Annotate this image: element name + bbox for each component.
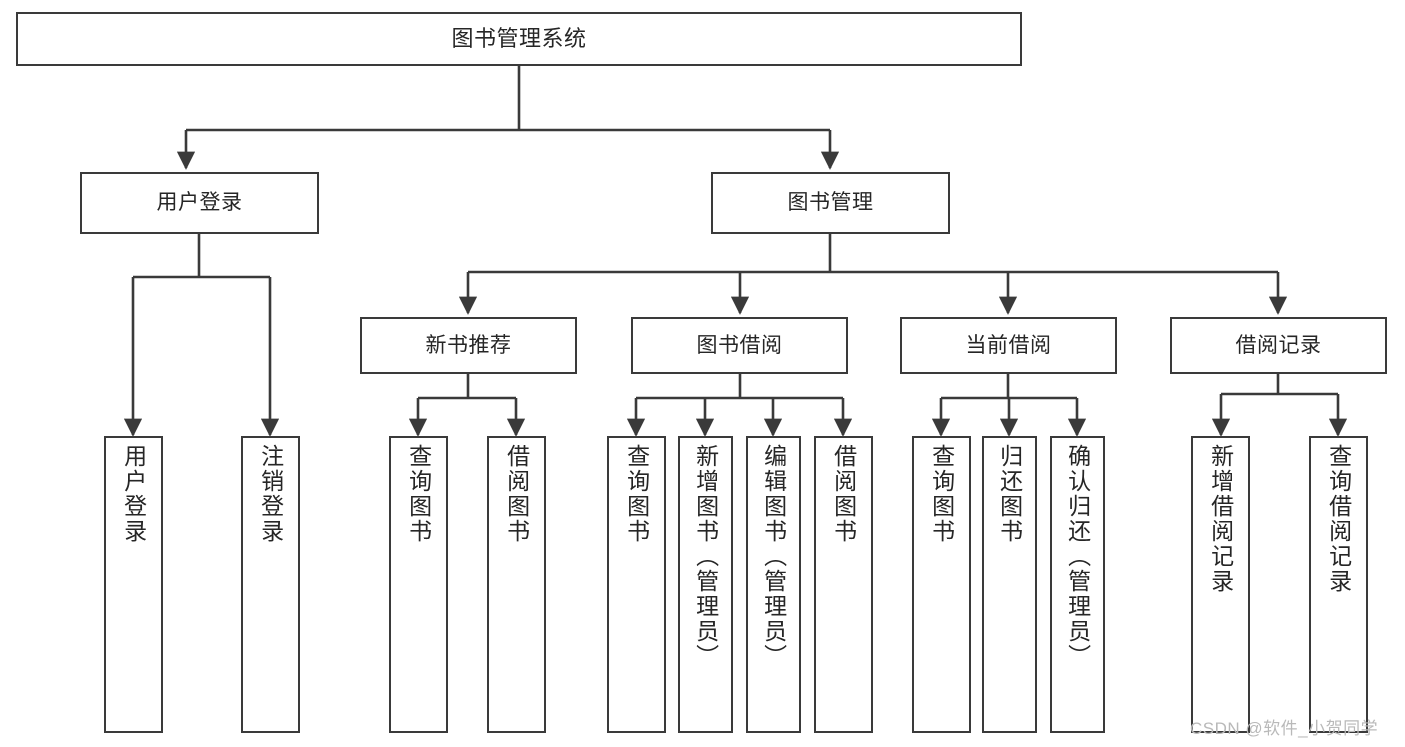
leaf-add-book-admin[interactable]: 新增图书（管理员）: [678, 436, 733, 733]
leaf-borrow-book-borrow[interactable]: 借阅图书: [814, 436, 873, 733]
leaf-borrow-book-borrow-label: 借阅图书: [830, 444, 857, 544]
node-root-label: 图书管理系统: [451, 25, 587, 51]
node-user-login[interactable]: 用户登录: [80, 172, 319, 234]
leaf-query-book-current-label: 查询图书: [928, 444, 955, 544]
node-current-borrow[interactable]: 当前借阅: [900, 317, 1117, 374]
leaf-query-book-newbook[interactable]: 查询图书: [389, 436, 448, 733]
leaf-add-borrow-record-label: 新增借阅记录: [1207, 444, 1234, 594]
node-user-login-label: 用户登录: [156, 191, 243, 215]
leaf-logout[interactable]: 注销登录: [241, 436, 300, 733]
node-book-borrow[interactable]: 图书借阅: [631, 317, 848, 374]
leaf-query-book-borrow-label: 查询图书: [623, 444, 650, 544]
node-current-borrow-label: 当前借阅: [965, 333, 1052, 357]
node-book-management-label: 图书管理: [787, 191, 874, 215]
node-borrow-records[interactable]: 借阅记录: [1170, 317, 1387, 374]
leaf-confirm-return-admin-label: 确认归还（管理员）: [1064, 444, 1091, 669]
leaf-query-borrow-record[interactable]: 查询借阅记录: [1309, 436, 1368, 733]
node-new-book-recommend[interactable]: 新书推荐: [360, 317, 577, 374]
leaf-add-borrow-record[interactable]: 新增借阅记录: [1191, 436, 1250, 733]
leaf-user-login-label: 用户登录: [120, 444, 147, 544]
leaf-confirm-return-admin[interactable]: 确认归还（管理员）: [1050, 436, 1105, 733]
leaf-user-login[interactable]: 用户登录: [104, 436, 163, 733]
node-book-management[interactable]: 图书管理: [711, 172, 950, 234]
leaf-query-book-current[interactable]: 查询图书: [912, 436, 971, 733]
leaf-return-book-label: 归还图书: [996, 444, 1023, 544]
leaf-edit-book-admin-label: 编辑图书（管理员）: [760, 444, 787, 669]
leaf-borrow-book-newbook-label: 借阅图书: [503, 444, 530, 544]
node-new-book-recommend-label: 新书推荐: [425, 333, 512, 357]
node-book-borrow-label: 图书借阅: [696, 333, 783, 357]
leaf-edit-book-admin[interactable]: 编辑图书（管理员）: [746, 436, 801, 733]
node-root[interactable]: 图书管理系统: [16, 12, 1022, 66]
leaf-logout-label: 注销登录: [257, 444, 284, 544]
leaf-return-book[interactable]: 归还图书: [982, 436, 1037, 733]
leaf-query-borrow-record-label: 查询借阅记录: [1325, 444, 1352, 594]
leaf-add-book-admin-label: 新增图书（管理员）: [692, 444, 719, 669]
leaf-query-book-borrow[interactable]: 查询图书: [607, 436, 666, 733]
watermark-text: CSDN @软件_小贺同学: [1190, 719, 1379, 738]
leaf-borrow-book-newbook[interactable]: 借阅图书: [487, 436, 546, 733]
leaf-query-book-newbook-label: 查询图书: [405, 444, 432, 544]
node-borrow-records-label: 借阅记录: [1235, 333, 1322, 357]
